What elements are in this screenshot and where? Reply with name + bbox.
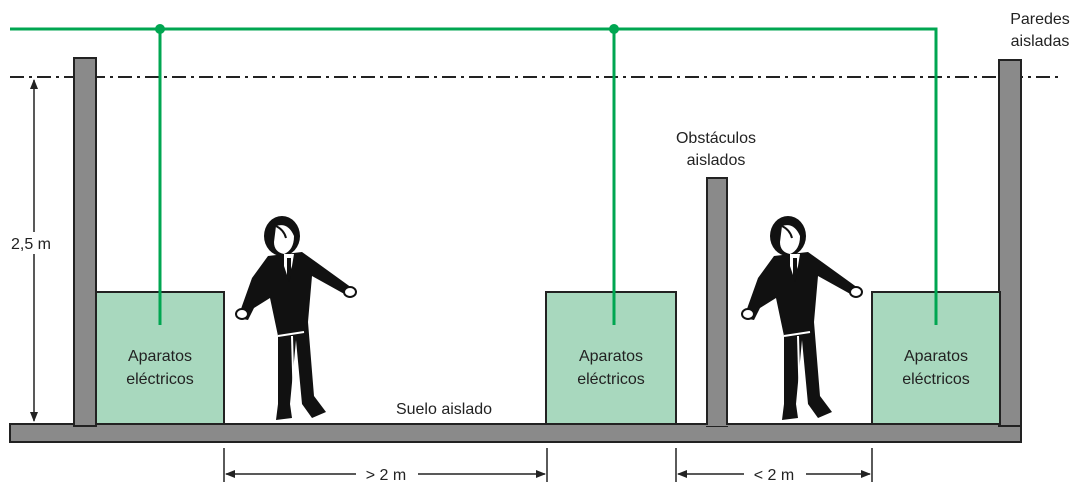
walls-label-line1: Paredes bbox=[1010, 11, 1070, 28]
insulated-obstacle bbox=[706, 177, 728, 427]
height-label: 2,5 m bbox=[11, 236, 51, 253]
device-label-middle-line2: eléctricos bbox=[577, 371, 645, 388]
device-label-right-line1: Aparatos bbox=[904, 348, 968, 365]
person-figure-icon bbox=[235, 215, 357, 421]
device-label-left-line2: eléctricos bbox=[126, 371, 194, 388]
floor-label: Suelo aislado bbox=[396, 401, 492, 418]
obstacles-label-line1: Obstáculos bbox=[676, 130, 756, 147]
obstacles-label-line2: aislados bbox=[687, 152, 746, 169]
insulated-floor bbox=[9, 423, 1022, 443]
device-box-middle bbox=[545, 291, 677, 425]
distance-label-greater: > 2 m bbox=[366, 467, 406, 482]
distance-label-less: < 2 m bbox=[754, 467, 794, 482]
junction-dot-left bbox=[155, 24, 165, 34]
device-label-right-line2: eléctricos bbox=[902, 371, 970, 388]
equipotential-line bbox=[10, 27, 938, 325]
device-label-middle-line1: Aparatos bbox=[579, 348, 643, 365]
junction-dot-right bbox=[609, 24, 619, 34]
right-insulated-wall bbox=[998, 59, 1022, 427]
left-insulated-wall bbox=[73, 57, 97, 427]
walls-label-line2: aisladas bbox=[1011, 33, 1070, 50]
person-figure-icon bbox=[741, 215, 863, 421]
device-label-left-line1: Aparatos bbox=[128, 348, 192, 365]
